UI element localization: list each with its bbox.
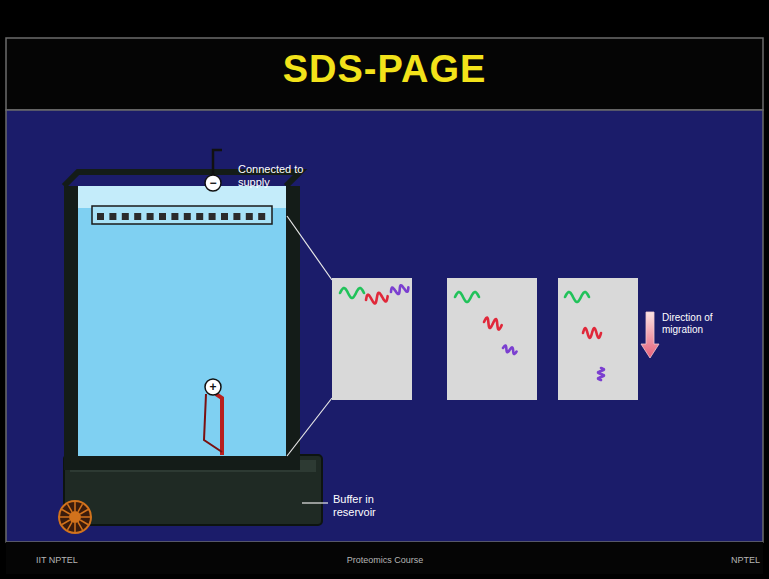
slide-body xyxy=(6,110,763,542)
footer-bar xyxy=(6,542,763,574)
electrophoresis-tank xyxy=(64,172,322,525)
direction-arrow xyxy=(641,312,659,358)
supply-label: Connected to supply xyxy=(238,163,310,189)
gel-panel xyxy=(332,278,412,400)
gel-wells xyxy=(97,213,265,220)
electrode-wires xyxy=(204,150,222,455)
footer-nptel: NPTEL xyxy=(690,555,760,566)
electrode-sign: + xyxy=(206,380,220,394)
gel-panel xyxy=(447,278,537,400)
footer-logo-text: IIT NPTEL xyxy=(36,555,126,566)
gel-panel xyxy=(558,278,638,400)
direction-label: Direction of migration xyxy=(662,312,726,336)
leader-lines xyxy=(287,216,332,503)
slide-title: SDS-PAGE xyxy=(0,48,769,91)
protein-squiggles xyxy=(340,285,604,380)
electrode-sign: − xyxy=(206,176,220,190)
buffer-label: Buffer in reservoir xyxy=(333,493,405,519)
footer-course: Proteomics Course xyxy=(300,555,470,566)
nptel-logo xyxy=(59,501,91,533)
